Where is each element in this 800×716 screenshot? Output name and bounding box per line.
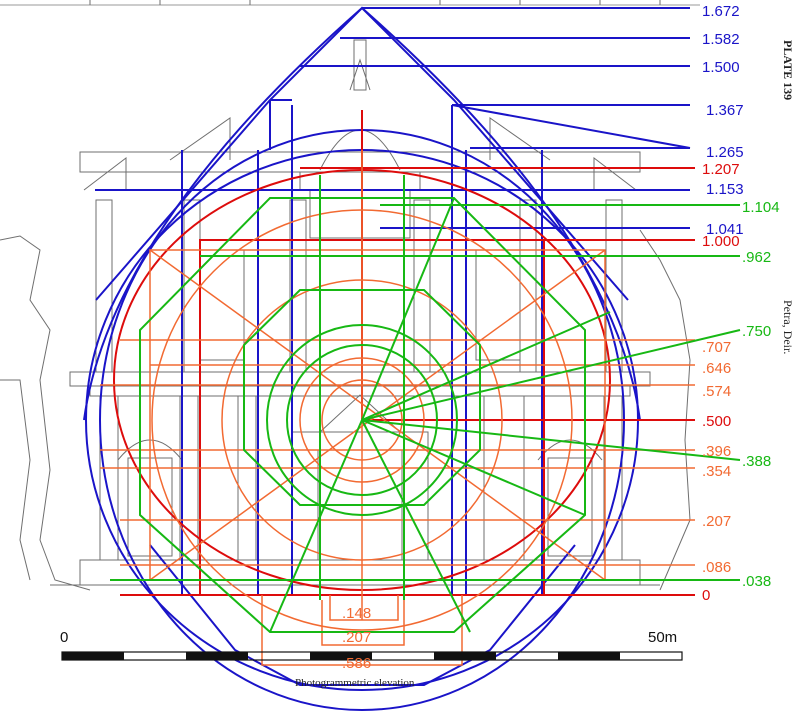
scale-end-label: 50m [648, 629, 677, 646]
green-construction [110, 175, 741, 633]
label-green: .962 [742, 249, 771, 266]
label-red: 0 [702, 587, 710, 604]
label-orange: .574 [702, 383, 731, 400]
label-orange: .354 [702, 463, 731, 480]
label-green: .750 [742, 323, 771, 340]
label-orange-bottom: .586 [342, 655, 371, 672]
label-orange: .646 [702, 360, 731, 377]
label-blue: 1.153 [706, 181, 744, 198]
label-orange-bottom: .207 [342, 629, 371, 646]
scale-bar: 0 50m Photogrammetric elevation [60, 629, 683, 689]
label-orange: .707 [702, 339, 731, 356]
label-blue: 1.500 [702, 59, 740, 76]
label-red: 1.000 [702, 233, 740, 250]
label-red: .500 [702, 413, 731, 430]
green-labels: 1.104 .962 .750 .388 .038 [742, 199, 780, 590]
label-blue: 1.672 [702, 3, 740, 20]
label-red: 1.207 [702, 161, 740, 178]
plate-label: PLATE 139 [781, 40, 795, 100]
blue-labels: 1.672 1.582 1.500 1.367 1.265 1.153 1.04… [702, 3, 744, 238]
label-blue: 1.041 [706, 221, 744, 238]
facade-drawing [0, 0, 700, 591]
label-blue: 1.582 [702, 31, 740, 48]
orange-construction [100, 150, 695, 666]
label-blue: 1.265 [706, 144, 744, 161]
label-orange: .086 [702, 559, 731, 576]
red-labels: 1.207 1.000 .500 0 [702, 161, 740, 604]
caption: Photogrammetric elevation [295, 677, 415, 689]
label-green: 1.104 [742, 199, 780, 216]
scale-start-label: 0 [60, 629, 68, 646]
site-label: Petra, Deir. [781, 300, 795, 354]
label-green: .388 [742, 453, 771, 470]
label-green: .038 [742, 573, 771, 590]
label-orange-bottom: .148 [342, 605, 371, 622]
label-orange: .396 [702, 443, 731, 460]
label-blue: 1.367 [706, 102, 744, 119]
label-orange: .207 [702, 513, 731, 530]
orange-labels: .707 .646 .574 .396 .354 .207 .086 .148 … [342, 339, 731, 672]
